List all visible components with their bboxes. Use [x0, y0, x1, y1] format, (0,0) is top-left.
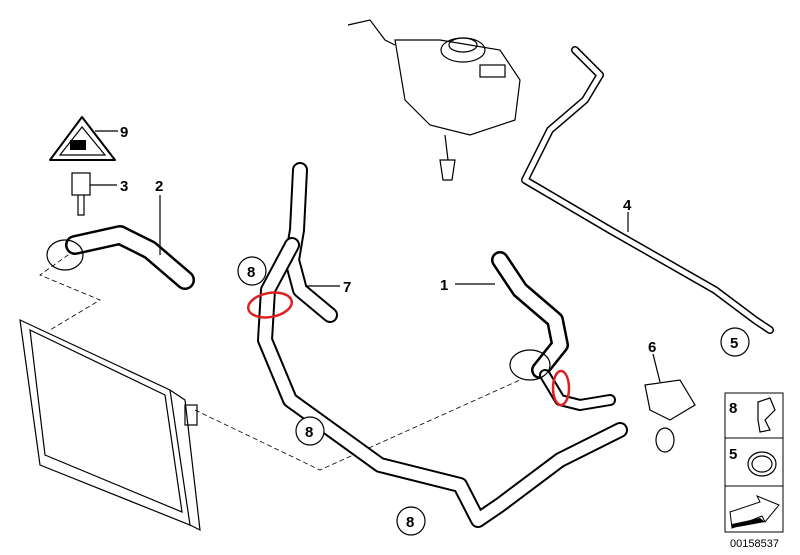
reference-lines — [39, 249, 521, 471]
callout-2: 2 — [155, 178, 163, 195]
leader-lines — [90, 130, 661, 383]
small-parts — [46, 172, 696, 453]
callout-4: 4 — [623, 197, 632, 214]
callout-8-bottom: 8 — [406, 514, 414, 531]
legend-item-8: 8 — [729, 400, 737, 417]
callout-8-mid: 8 — [305, 424, 313, 441]
callout-7: 7 — [343, 279, 351, 296]
callout-9: 9 — [120, 124, 128, 141]
callouts: 9 3 2 8 7 1 4 5 6 8 8 — [120, 124, 750, 536]
callout-5: 5 — [730, 335, 738, 352]
legend-item-5: 5 — [729, 446, 737, 463]
callout-3: 3 — [120, 178, 128, 195]
parts-legend: 8 5 00158537 — [724, 392, 784, 550]
callout-8-top: 8 — [247, 264, 255, 281]
hoses — [65, 46, 774, 528]
callout-1: 1 — [440, 277, 448, 294]
expansion-tank — [347, 19, 521, 181]
highlight-marks — [246, 291, 571, 407]
catalog-number: 00158537 — [730, 538, 779, 550]
warning-label-icon — [49, 116, 116, 161]
radiator — [19, 318, 201, 532]
callout-6: 6 — [648, 339, 656, 356]
